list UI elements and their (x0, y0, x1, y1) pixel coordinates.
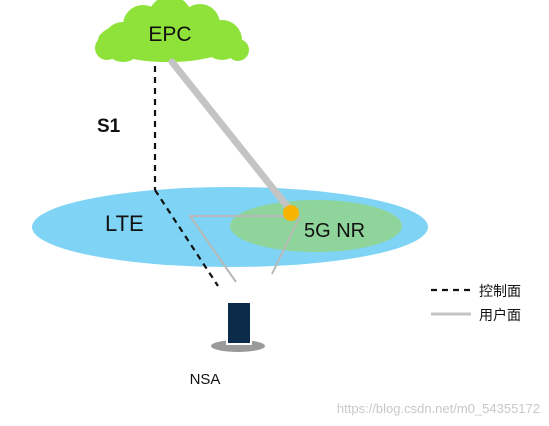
epc-cloud (95, 0, 249, 62)
legend-user-plane-label: 用户面 (479, 307, 521, 323)
epc-label: EPC (148, 23, 191, 46)
s1-label: S1 (97, 116, 121, 137)
lte-label: LTE (105, 211, 144, 236)
control-plane-radio-link (154, 189, 219, 287)
nr-label: 5G NR (304, 220, 365, 242)
user-plane-s1-link (168, 58, 291, 210)
user-plane-lte-branch (188, 215, 288, 283)
legend: 控制面 用户面 (431, 283, 521, 323)
device-label: NSA (190, 371, 221, 388)
nr-cell (230, 200, 402, 252)
watermark: https://blog.csdn.net/m0_54355172 (337, 401, 540, 416)
anchor-node-icon (283, 205, 299, 221)
device-icon (226, 301, 252, 345)
legend-control-plane-label: 控制面 (479, 283, 521, 299)
user-plane-nr-branch (271, 215, 301, 275)
